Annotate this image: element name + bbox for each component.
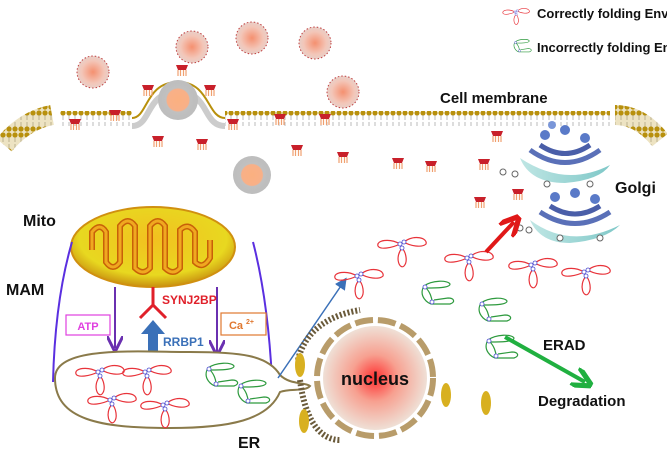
golgi-label: Golgi <box>615 180 656 197</box>
mam-boundary-right <box>252 241 273 381</box>
virion <box>298 26 332 60</box>
degradation-label: Degradation <box>538 393 626 410</box>
legend-incorrect-label: Incorrectly folding Env <box>537 40 667 55</box>
virions <box>76 21 360 109</box>
synj2bp-rrbp1-tether <box>138 287 168 355</box>
legend-correct-env-icon <box>502 8 530 25</box>
ca-superscript: 2+ <box>246 319 254 326</box>
erad-label: ERAD <box>543 337 586 354</box>
mitochondrion <box>70 206 236 288</box>
endoplasmic-reticulum <box>53 350 312 430</box>
erad-arrow <box>504 335 585 382</box>
golgi <box>499 121 620 243</box>
virion <box>175 30 209 64</box>
virion <box>76 55 110 89</box>
golgi-transport-arrow <box>484 222 514 254</box>
rrbp1-label: RRBP1 <box>163 335 204 349</box>
atp-label: ATP <box>77 321 98 333</box>
virion <box>326 75 360 109</box>
ca-label: Ca <box>229 320 244 332</box>
export-arrow <box>277 277 347 379</box>
legend-incorrect-env-icon <box>513 39 532 53</box>
mam-boundary-left <box>52 241 73 383</box>
atp-box <box>65 314 111 336</box>
virion <box>235 21 269 55</box>
mito-label: Mito <box>23 213 56 230</box>
er-label: ER <box>238 435 261 450</box>
virion-particle <box>233 156 271 194</box>
synj2bp-label: SYNJ2BP <box>162 293 217 307</box>
env-spikes <box>68 64 525 209</box>
ca-box <box>220 312 267 336</box>
nucleus-region <box>295 307 491 443</box>
nucleus-label: nucleus <box>341 369 409 389</box>
mam-label: MAM <box>6 282 44 299</box>
cell-membrane-label: Cell membrane <box>440 90 548 107</box>
legend: Correctly folding Env Incorrectly foldin… <box>502 6 667 55</box>
budding-virion <box>158 80 198 120</box>
legend-correct-label: Correctly folding Env <box>537 6 667 21</box>
